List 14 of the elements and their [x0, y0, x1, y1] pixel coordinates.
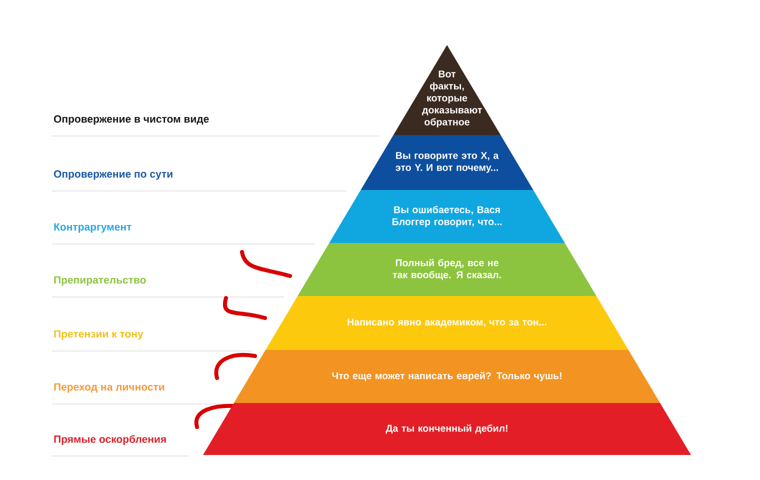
- pyramid-level: Вот факты, которые доказывают обратное: [393, 45, 501, 135]
- level-label: Контраргумент: [54, 223, 132, 233]
- level-label: Прямые оскорбления: [54, 435, 166, 445]
- pyramid-level: Вы говорите это X, а это Y. И вот почему...: [360, 135, 534, 190]
- level-label: Опровержение по сути: [54, 170, 172, 180]
- pyramid-level: Вы ошибаетесь, Вася Блоггер говорит, что...: [329, 190, 565, 243]
- level-label: Претензии к тону: [54, 330, 144, 340]
- level-label: Препирательство: [54, 276, 146, 286]
- pyramid-level: Да ты конченный дебил!: [203, 403, 691, 455]
- level-label: Переход на личности: [54, 383, 164, 393]
- pyramid-level: Что еще может написать еврей? Только чушь!: [234, 350, 660, 403]
- level-label: Опровержение в чистом виде: [54, 115, 209, 125]
- pyramid-level: Написано явно академиком, что за тон...: [266, 296, 628, 350]
- pyramid-level: Полный бред, все не так вообще. Я сказал.: [298, 243, 596, 296]
